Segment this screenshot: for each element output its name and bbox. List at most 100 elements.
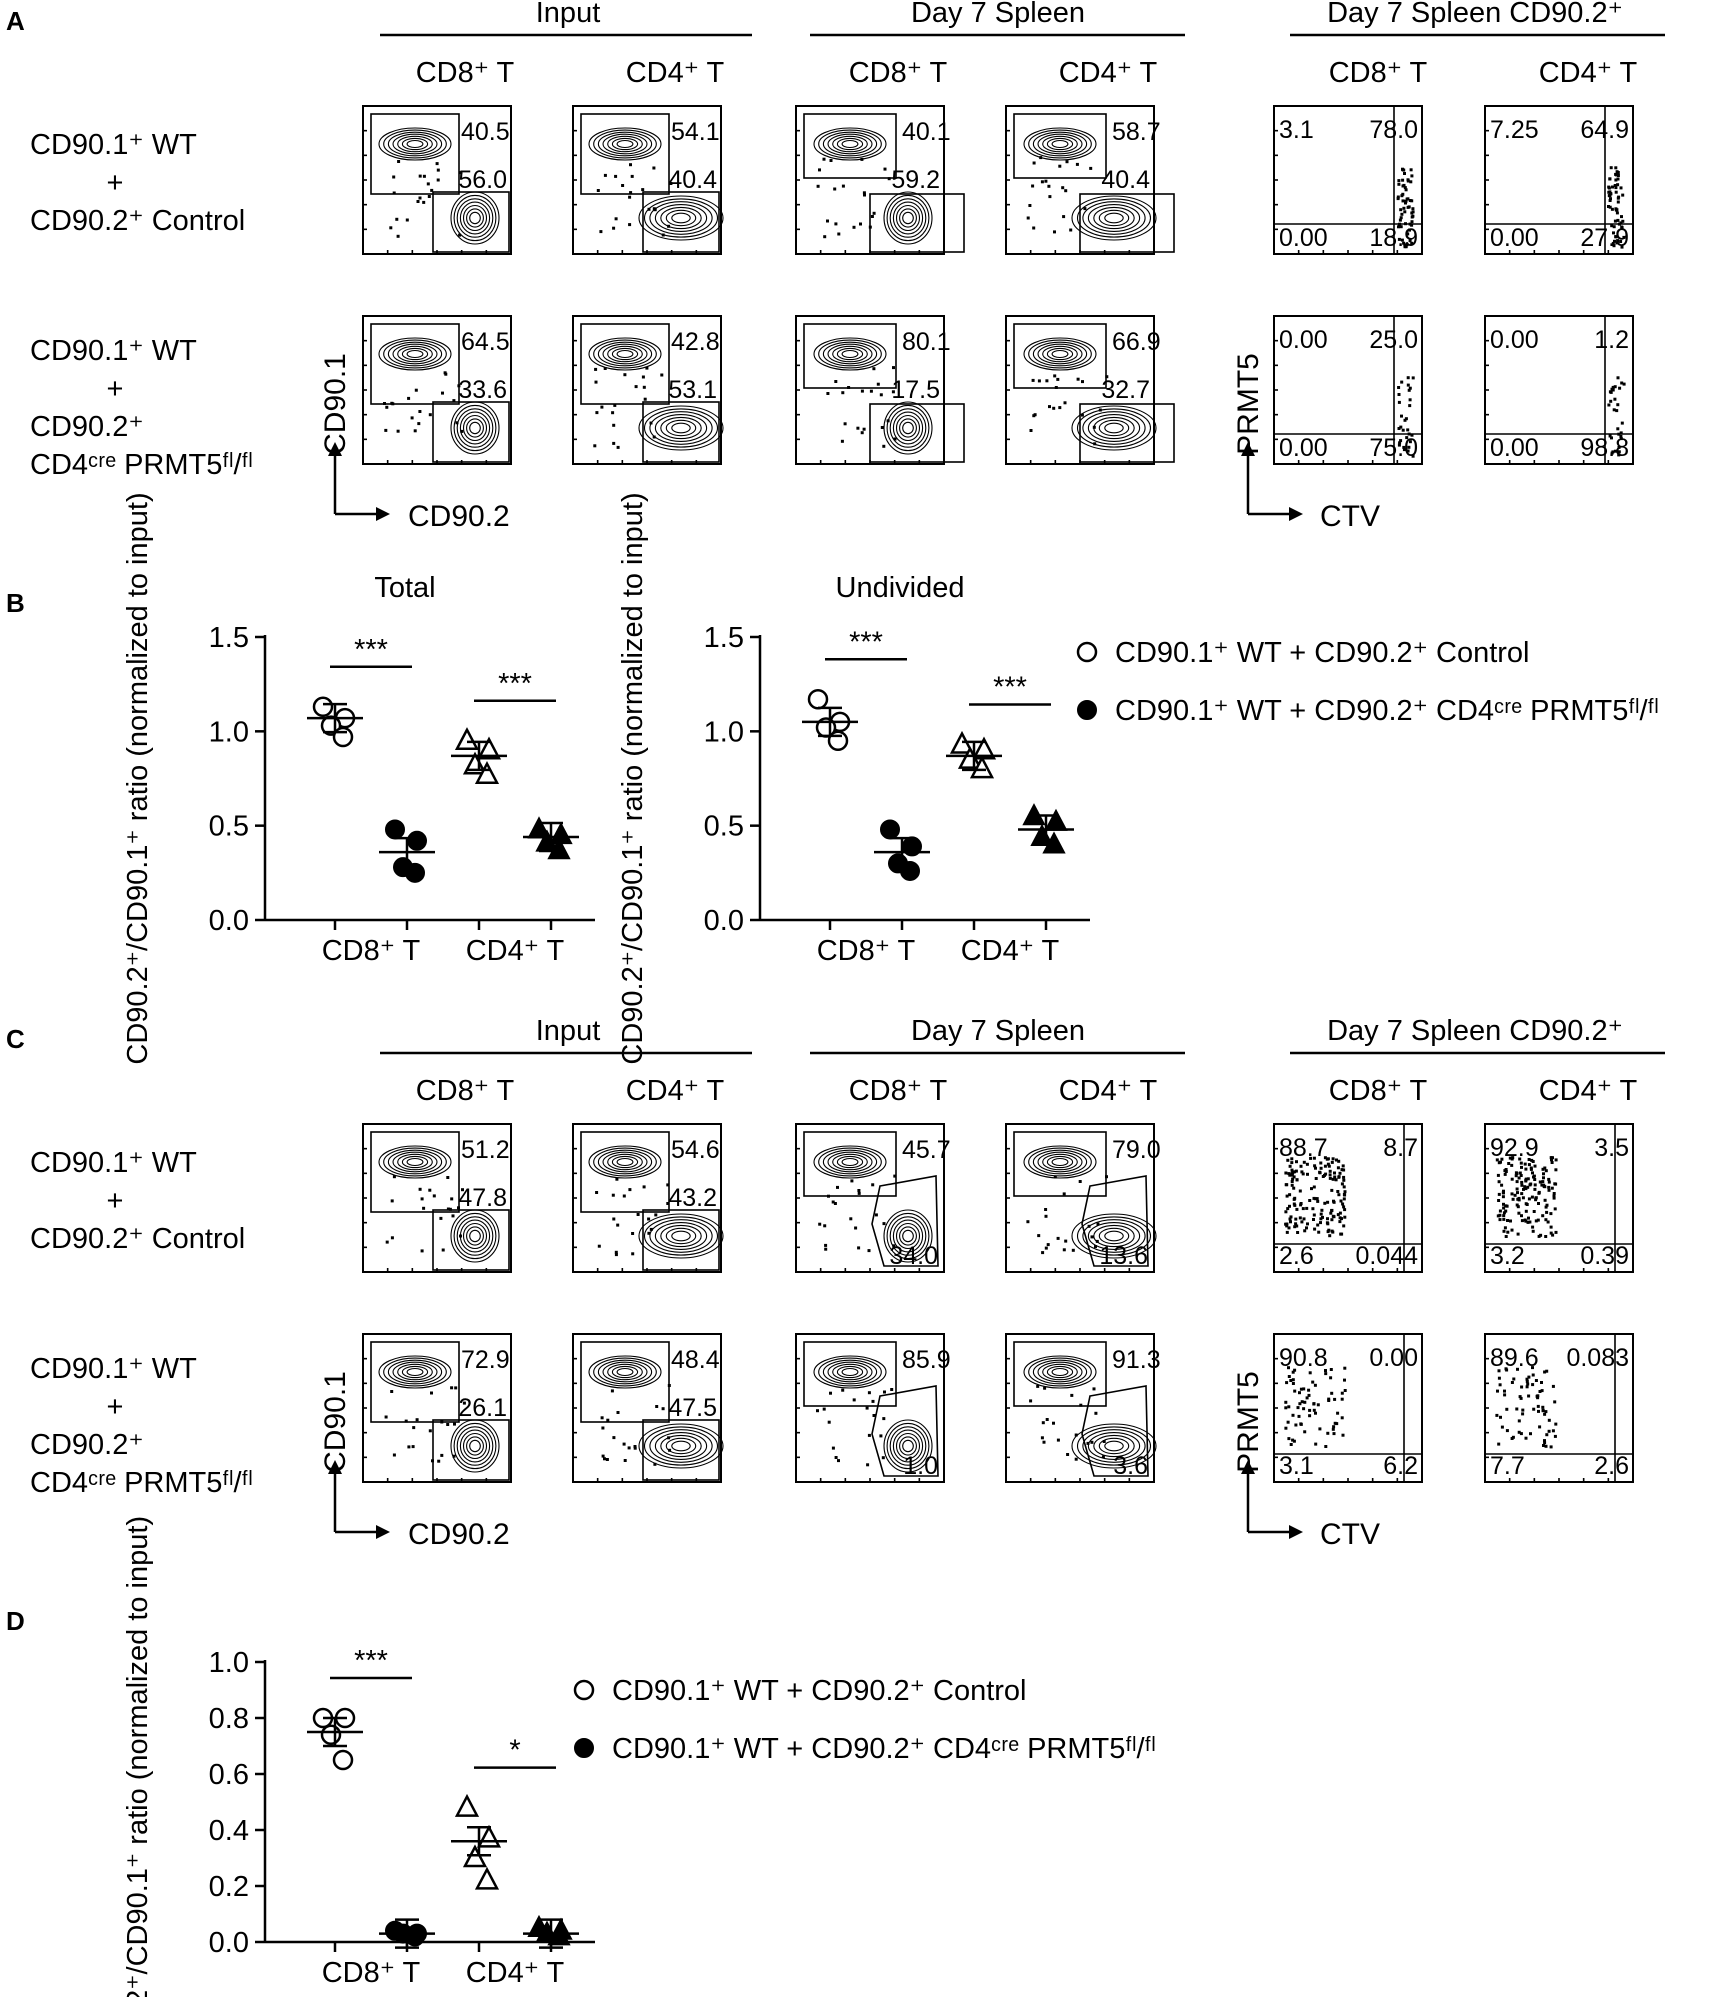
event-dot: [390, 401, 394, 405]
event-dot: [653, 1462, 657, 1466]
event-dot: [1519, 1161, 1523, 1165]
event-dot: [1607, 403, 1611, 407]
condition-plus: +: [107, 1391, 124, 1423]
event-dot: [1622, 235, 1626, 239]
event-dot: [1620, 421, 1624, 425]
data-point-control: [454, 727, 480, 751]
quadrant-value: 1.2: [1594, 326, 1629, 354]
contour-cd901: [813, 337, 887, 371]
event-dot: [1045, 1418, 1049, 1421]
event-dot: [1298, 1189, 1302, 1193]
event-dot: [1532, 1210, 1536, 1213]
event-dot: [1295, 1160, 1298, 1164]
contour-cd902: [453, 404, 497, 452]
y-tick-label: 0.0: [704, 905, 744, 937]
event-dot: [1408, 222, 1412, 226]
event-dot: [1538, 1180, 1542, 1184]
data-point-control: [332, 1749, 354, 1771]
gate-cd901: [580, 1131, 670, 1213]
event-dot: [1318, 1427, 1322, 1431]
gate-cd902: [1081, 1385, 1149, 1477]
event-dot: [1041, 1251, 1045, 1255]
event-dot: [1405, 436, 1409, 440]
quadrant-value: 75.0: [1369, 434, 1418, 462]
event-dot: [461, 1188, 464, 1192]
event-dot: [1608, 194, 1612, 198]
event-dot: [1105, 1175, 1108, 1179]
contour-cd902: [643, 1426, 719, 1466]
event-dot: [1310, 1187, 1313, 1191]
contour-cd902: [1087, 1432, 1141, 1460]
event-dot: [654, 1213, 658, 1217]
event-dot: [1510, 1177, 1514, 1181]
event-dot: [1314, 1197, 1317, 1201]
x-category-label: CD8⁺ T: [322, 1957, 421, 1989]
event-dot: [594, 380, 598, 384]
event-dot: [1619, 431, 1623, 435]
chart-title: Total: [374, 572, 435, 604]
contour-cd902: [665, 419, 697, 437]
contour-cd902: [466, 1226, 484, 1246]
contour-cd901: [392, 1151, 438, 1173]
event-dot: [1504, 1235, 1508, 1238]
event-dot: [426, 182, 430, 186]
event-dot: [448, 1207, 452, 1211]
event-dot: [440, 1420, 444, 1424]
event-dot: [603, 173, 607, 177]
event-dot: [1505, 1429, 1509, 1433]
event-dot: [1534, 1219, 1538, 1223]
event-dot: [833, 1202, 837, 1205]
event-dot: [1053, 1175, 1057, 1179]
event-dot: [1404, 188, 1408, 192]
event-dot: [1408, 386, 1412, 390]
x-category-label: CD8⁺ T: [817, 935, 916, 967]
event-dot: [1500, 1425, 1504, 1429]
event-dot: [1075, 162, 1079, 166]
event-dot: [623, 1459, 627, 1462]
gate-value: 40.4: [668, 166, 717, 194]
event-dot: [1531, 1373, 1535, 1377]
event-dot: [615, 1177, 619, 1181]
event-dot: [444, 372, 448, 376]
event-dot: [1064, 189, 1068, 193]
event-dot: [612, 1436, 616, 1440]
condition-label: CD4ᶜʳᵉ PRMT5ᶠˡ/ᶠˡ: [30, 449, 253, 481]
event-dot: [1554, 1168, 1558, 1172]
event-dot: [1331, 1157, 1335, 1161]
event-dot: [843, 422, 847, 426]
event-dot: [1614, 173, 1618, 177]
event-dot: [1303, 1400, 1307, 1404]
column-header-cd8: CD8⁺ T: [416, 1075, 515, 1107]
contour-cd902: [459, 201, 491, 235]
event-dot: [1608, 192, 1612, 196]
contour-cd902: [902, 1439, 914, 1453]
event-dot: [1540, 1381, 1543, 1384]
contour-cd901: [813, 1355, 887, 1389]
contour-cd902: [643, 1216, 719, 1256]
event-dot: [614, 217, 618, 221]
event-dot: [1298, 1216, 1302, 1220]
contour-cd902: [456, 1216, 494, 1256]
event-dot: [1341, 1202, 1345, 1206]
event-dot: [883, 1390, 886, 1394]
event-dot: [1062, 1248, 1066, 1252]
event-dot: [642, 385, 646, 389]
event-dot: [1405, 243, 1409, 247]
quadrant-value: 3.1: [1279, 1452, 1314, 1480]
data-point-control: [320, 1724, 342, 1746]
event-dot: [1307, 1388, 1311, 1392]
event-dot: [1396, 197, 1400, 201]
contour-cd902: [1076, 1426, 1152, 1466]
event-dot: [1553, 1400, 1557, 1404]
event-dot: [1074, 1433, 1078, 1437]
event-dot: [1338, 1171, 1342, 1175]
event-dot: [1324, 1372, 1328, 1376]
event-dot: [1295, 1178, 1299, 1182]
event-dot: [1408, 199, 1412, 202]
event-dot: [1406, 449, 1410, 453]
event-dot: [1323, 1156, 1327, 1160]
event-dot: [1407, 388, 1411, 392]
event-dot: [599, 230, 603, 234]
event-dot: [1496, 1173, 1500, 1177]
data-point-control: [332, 726, 354, 748]
